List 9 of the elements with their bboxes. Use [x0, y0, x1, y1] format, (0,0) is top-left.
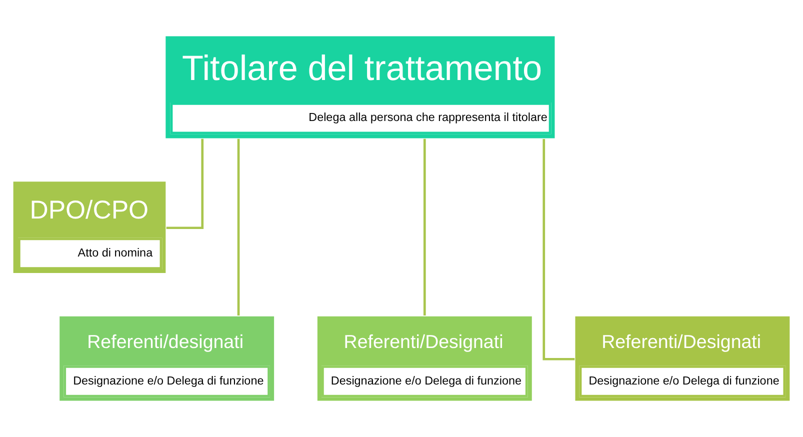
node-box: Referenti/designati Designazione e/o Delega di funzione [58, 315, 276, 402]
connector [166, 138, 204, 230]
node-box: Titolare del trattamento Delega alla persona che rappresenta il titolare [164, 35, 556, 140]
connector [237, 138, 240, 316]
node-box: DPO/CPO Atto di nomina [12, 180, 167, 274]
connector [542, 139, 575, 360]
connector [423, 138, 426, 316]
node-box: Referenti/Designati Designazione e/o Delega di funzione [316, 315, 534, 402]
node-box: Referenti/Designati Designazione e/o Delega di funzione [574, 315, 791, 402]
